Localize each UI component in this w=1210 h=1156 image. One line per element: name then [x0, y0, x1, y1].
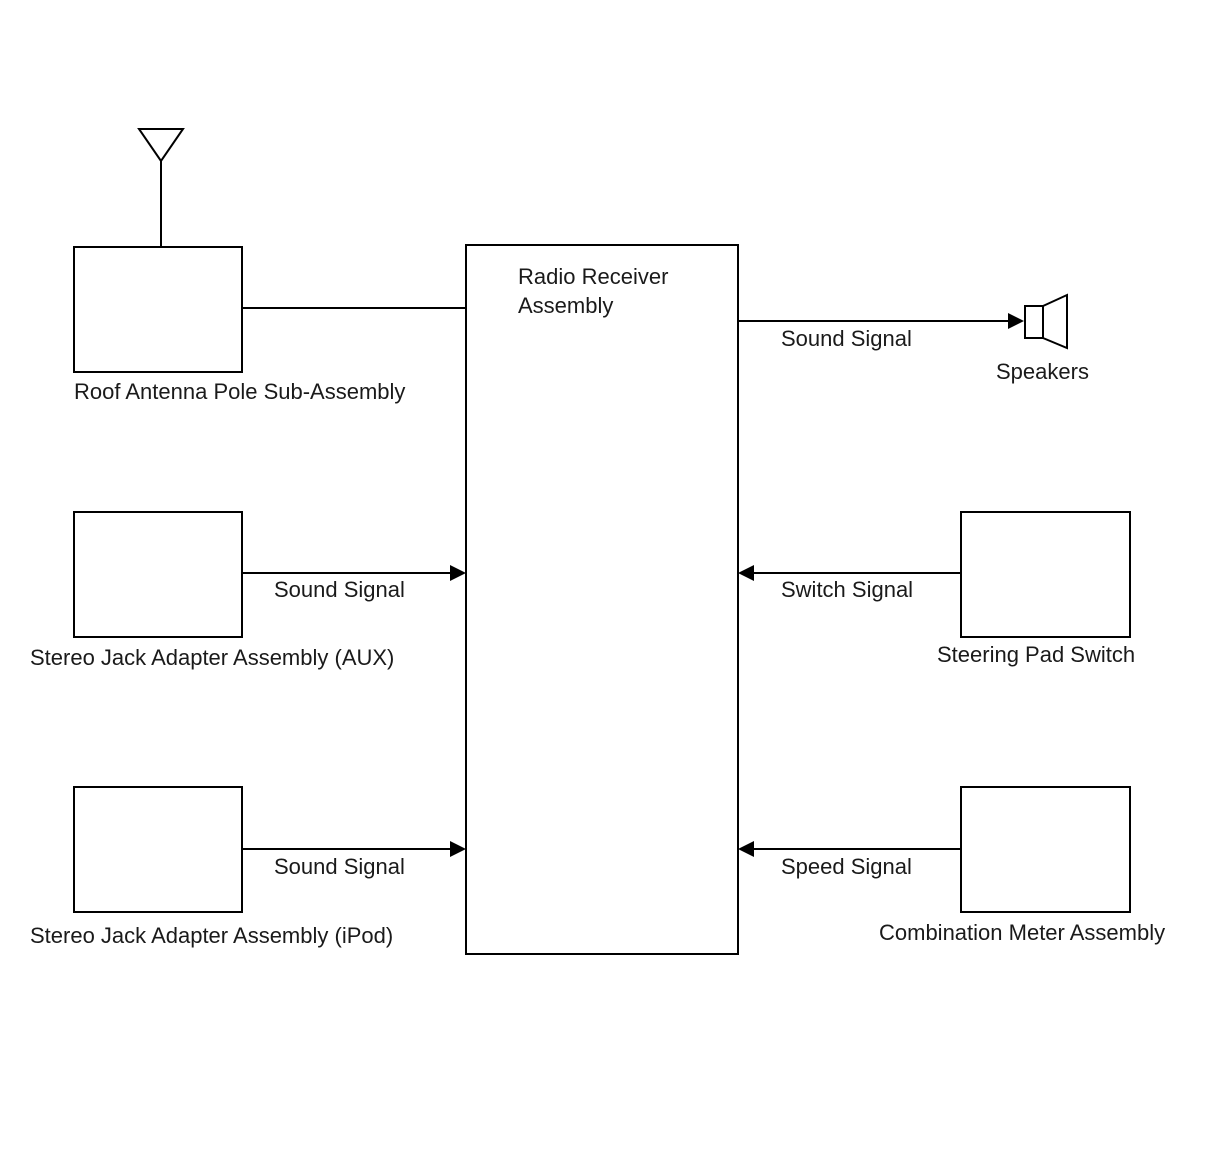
aux-sound-signal-arrow	[242, 565, 466, 581]
switch-signal-arrow	[738, 565, 961, 581]
aux-sound-signal-label: Sound Signal	[274, 577, 405, 602]
combination-meter-label: Combination Meter Assembly	[879, 920, 1165, 945]
roof-antenna-label: Roof Antenna Pole Sub-Assembly	[74, 379, 405, 404]
speed-signal-label: Speed Signal	[781, 854, 912, 879]
steering-pad-switch-box	[960, 511, 1131, 638]
ipod-sound-signal-arrow	[242, 841, 466, 857]
speaker-icon	[1024, 293, 1068, 350]
speaker-sound-signal-arrow	[738, 313, 1024, 329]
stereo-jack-aux-box	[73, 511, 243, 638]
antenna-icon	[137, 128, 185, 246]
speakers-label: Speakers	[996, 359, 1089, 384]
switch-signal-label: Switch Signal	[781, 577, 913, 602]
stereo-jack-ipod-box	[73, 786, 243, 913]
speaker-sound-signal-label: Sound Signal	[781, 326, 912, 351]
stereo-jack-aux-label: Stereo Jack Adapter Assembly (AUX)	[30, 645, 394, 670]
radio-receiver-box	[465, 244, 739, 955]
roof-antenna-box	[73, 246, 243, 373]
steering-pad-switch-label: Steering Pad Switch	[937, 642, 1135, 667]
speed-signal-arrow	[738, 841, 961, 857]
combination-meter-box	[960, 786, 1131, 913]
radio-receiver-label-line1: Radio Receiver	[518, 264, 668, 289]
stereo-jack-ipod-label: Stereo Jack Adapter Assembly (iPod)	[30, 923, 393, 948]
ipod-sound-signal-label: Sound Signal	[274, 854, 405, 879]
radio-receiver-label-line2: Assembly	[518, 293, 613, 318]
